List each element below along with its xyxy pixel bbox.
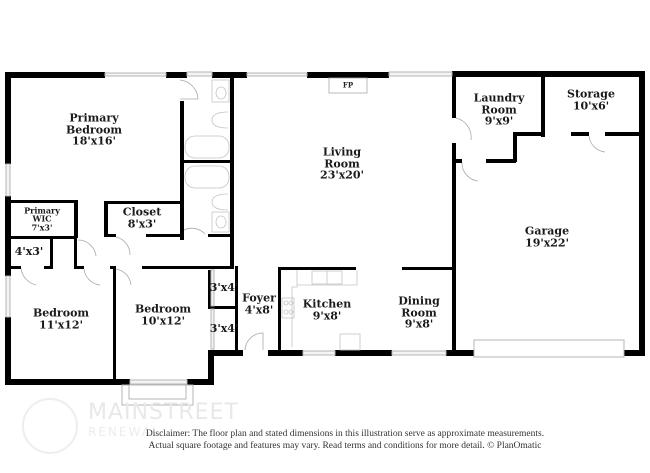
room-name: Bedroom (65, 123, 123, 137)
room-label-primary-bedroom: Primary Bedroom 18'x16' (66, 113, 122, 148)
room-dimensions: 4'x8' (244, 303, 274, 316)
watermark-brand: MAINSTREET (88, 400, 239, 425)
room-name: Storage (567, 87, 615, 101)
room-name: Primary (69, 111, 119, 125)
room-dimensions: 19'x22' (525, 236, 569, 249)
room-name: Kitchen (302, 297, 352, 311)
room-name: Dining (398, 294, 440, 308)
room-name: Room (324, 157, 360, 171)
room-dimensions: 4'x3' (14, 245, 44, 259)
room-dimensions: 23'x20' (320, 168, 364, 182)
room-label-closet: Closet 8'x3' (123, 206, 162, 229)
room-name: WIC (32, 213, 52, 224)
room-label-primary-wic: Primary WIC 7'x3' (24, 205, 60, 233)
room-label-living-room: Living Room 23'x20' (320, 147, 364, 182)
room-label-storage: Storage 10'x6' (567, 88, 615, 111)
disclaimer-line-1: Disclaimer: The floor plan and stated di… (145, 429, 545, 439)
disclaimer: Disclaimer: The floor plan and stated di… (0, 428, 650, 452)
room-label-foyer: Foyer 4'x8' (242, 292, 276, 315)
room-dimensions: 11'x12' (39, 318, 83, 331)
exterior-walls (5, 71, 645, 385)
disclaimer-line-2: Actual square footage and features may v… (148, 441, 542, 451)
room-name: Living (322, 145, 362, 159)
room-label-dining-room: Dining Room 9'x8' (398, 296, 440, 331)
doors (20, 79, 606, 351)
interior-walls (9, 71, 643, 384)
room-name: Laundry (473, 91, 525, 105)
room-name: Bedroom (134, 302, 192, 316)
room-label-closet-3x4-a: 3'x4' (210, 282, 239, 294)
fireplace-label: FP (342, 80, 354, 90)
room-dimensions: 18'x16' (72, 134, 116, 148)
fireplace (328, 77, 368, 94)
room-name: Garage (524, 224, 570, 238)
room-label-kitchen: Kitchen 9'x8' (303, 298, 352, 321)
room-label-bedroom-2: Bedroom 10'x12' (135, 303, 191, 326)
room-dimensions: 10'x12' (141, 314, 185, 327)
room-label-laundry-room: Laundry Room 9'x9' (474, 93, 525, 128)
room-dimensions: 3'x4' (209, 322, 239, 336)
room-dimensions: 8'x3' (127, 217, 157, 230)
room-dimensions: 9'x8' (312, 309, 342, 322)
watermark-sub: RENEWAL (88, 425, 161, 439)
room-name: Room (401, 306, 437, 320)
room-dimensions: 9'x8' (404, 317, 434, 331)
room-label-garage: Garage 19'x22' (525, 225, 569, 248)
room-dimensions: 7'x3' (31, 222, 53, 233)
room-label-closet-3x4-b: 3'x4' (210, 323, 239, 335)
room-name: Bedroom (32, 306, 90, 320)
room-dimensions: 10'x6' (572, 99, 610, 112)
brand-logo-icon (22, 398, 78, 454)
bath-fixtures (184, 79, 230, 233)
room-name: Closet (122, 205, 162, 219)
room-label-closet-4x3: 4'x3' (15, 246, 44, 258)
room-dimensions: 3'x4' (209, 281, 239, 295)
room-name: Primary (24, 205, 60, 216)
windows (5, 71, 625, 406)
room-dimensions: 9'x9' (484, 114, 514, 128)
room-name: Foyer (242, 291, 276, 305)
room-label-bedroom-1: Bedroom 11'x12' (33, 307, 89, 330)
room-name: Room (481, 103, 517, 117)
kitchen-fixtures (281, 270, 361, 351)
